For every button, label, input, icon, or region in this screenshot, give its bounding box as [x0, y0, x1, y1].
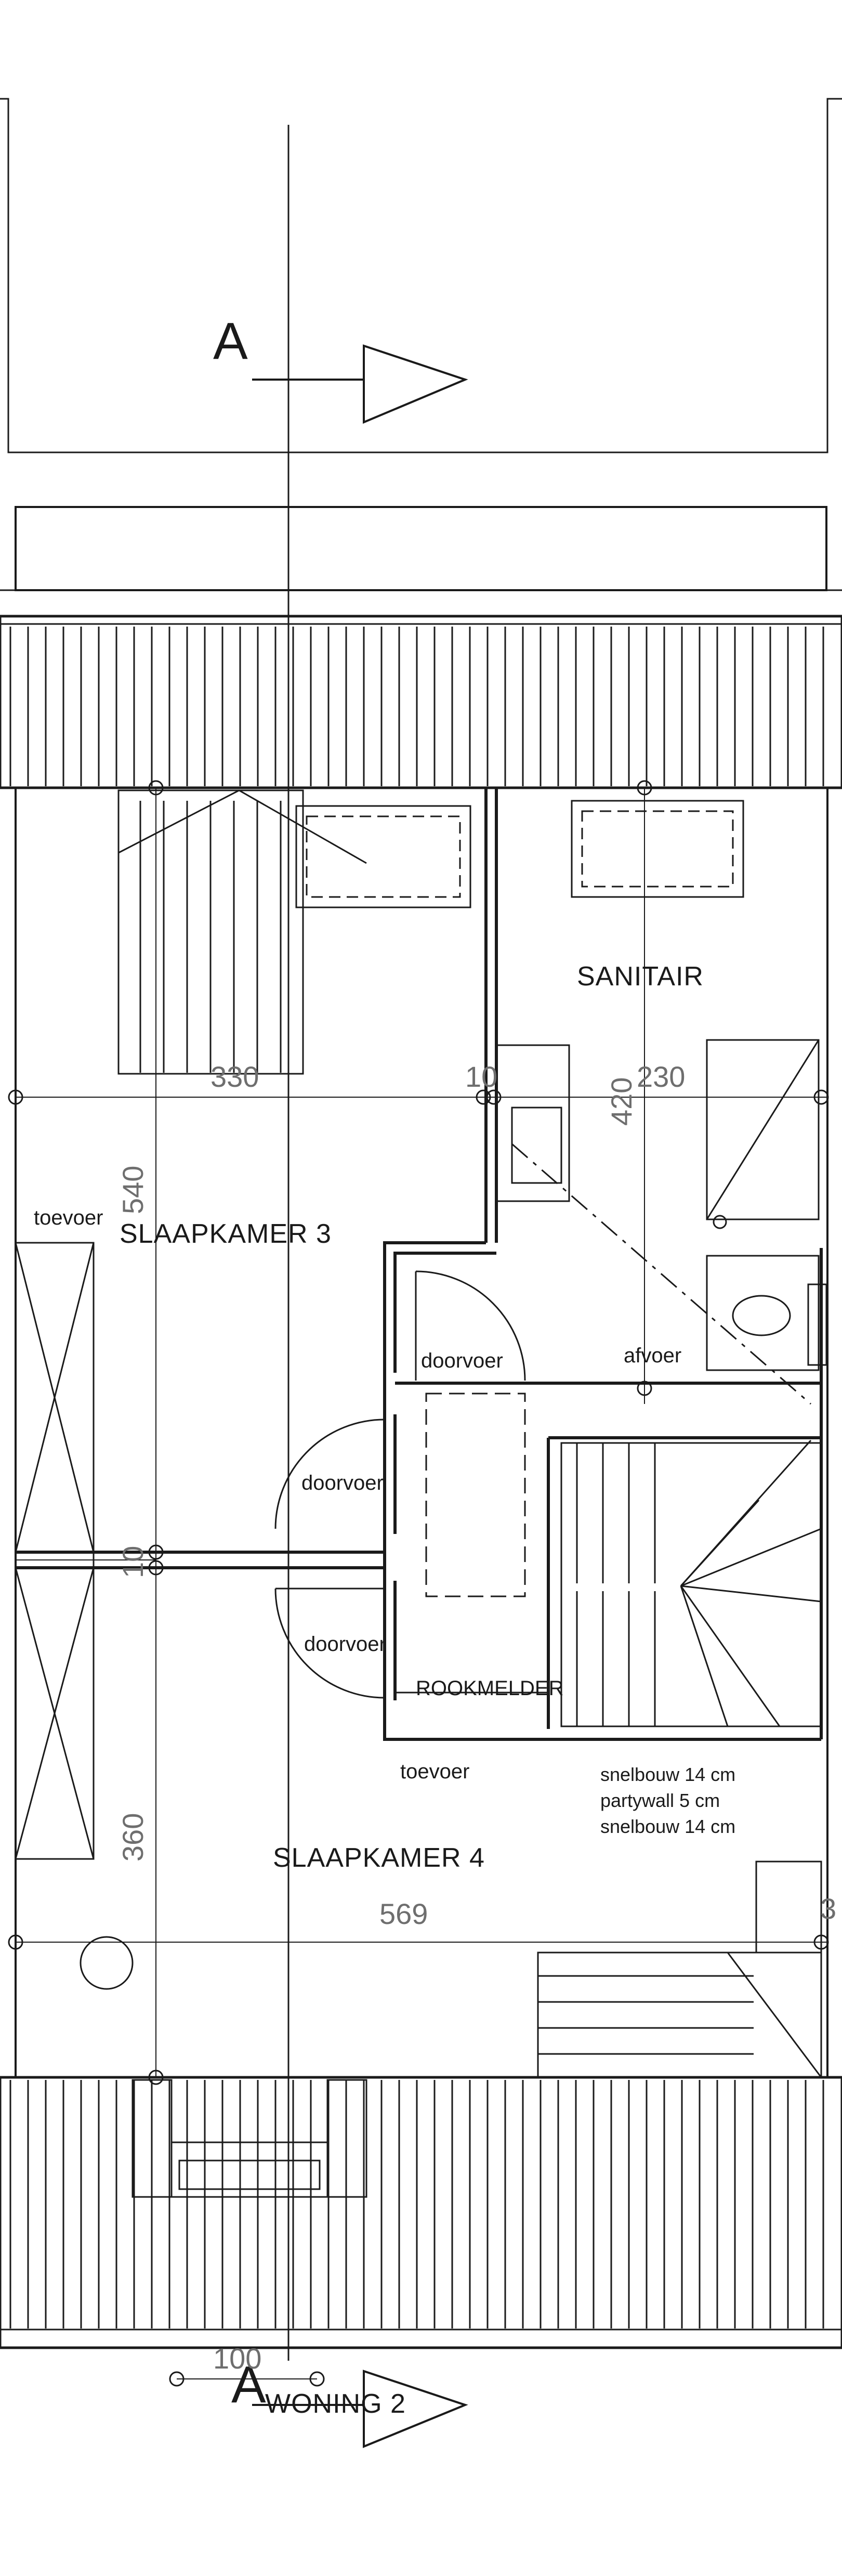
room-label-bedroom-4: SLAAPKAMER 4 — [273, 1843, 485, 1873]
label-passage-3: doorvoer — [304, 1633, 386, 1656]
label-supply-2: toevoer — [400, 1760, 469, 1783]
top-exterior — [0, 98, 842, 591]
dim-360: 360 — [116, 1813, 149, 1862]
sanitary-fixtures — [495, 1039, 827, 1405]
dim-569: 569 — [379, 1897, 428, 1930]
staircase-top-left — [117, 789, 367, 1075]
roof-band-bottom — [0, 2076, 842, 2349]
dim-3: 3 — [820, 1892, 836, 1925]
label-supply-1: toevoer — [34, 1206, 103, 1229]
dim-10-mid: 10 — [116, 1546, 149, 1578]
note-line-2: partywall 5 cm — [600, 1790, 720, 1811]
staircase-bottom-right — [80, 1861, 822, 2078]
skylights — [295, 800, 744, 908]
dormer-window — [131, 2079, 367, 2198]
label-passage-1: doorvoer — [421, 1349, 503, 1372]
doors — [274, 1270, 526, 1699]
roof-band-top — [0, 615, 842, 789]
room-label-bathroom: SANITAIR — [577, 961, 704, 992]
walls — [15, 788, 828, 2077]
dim-10-top: 10 — [465, 1060, 497, 1093]
dim-100: 100 — [213, 2342, 261, 2375]
section-label-bottom: A — [231, 2356, 266, 2414]
section-marker-top — [252, 344, 468, 424]
note-line-1: snelbouw 14 cm — [600, 1764, 735, 1785]
footer-title: WONING 2 — [265, 2389, 406, 2419]
label-passage-2: doorvoer — [301, 1472, 384, 1494]
label-exhaust: afvoer — [624, 1344, 681, 1367]
dim-540: 540 — [116, 1166, 149, 1214]
dim-420: 420 — [605, 1077, 638, 1126]
wardrobe — [15, 1242, 95, 1860]
room-label-bedroom-3: SLAAPKAMER 3 — [120, 1219, 332, 1249]
label-smoke-detector: ROOKMELDER — [416, 1677, 564, 1700]
section-label-top: A — [213, 312, 248, 370]
dim-330: 330 — [210, 1060, 259, 1093]
section-marker-bottom — [252, 2370, 468, 2448]
staircase-winder — [560, 1440, 822, 1727]
dim-230: 230 — [637, 1060, 685, 1093]
dimension-lines — [8, 125, 829, 2387]
note-line-3: snelbouw 14 cm — [600, 1816, 735, 1837]
